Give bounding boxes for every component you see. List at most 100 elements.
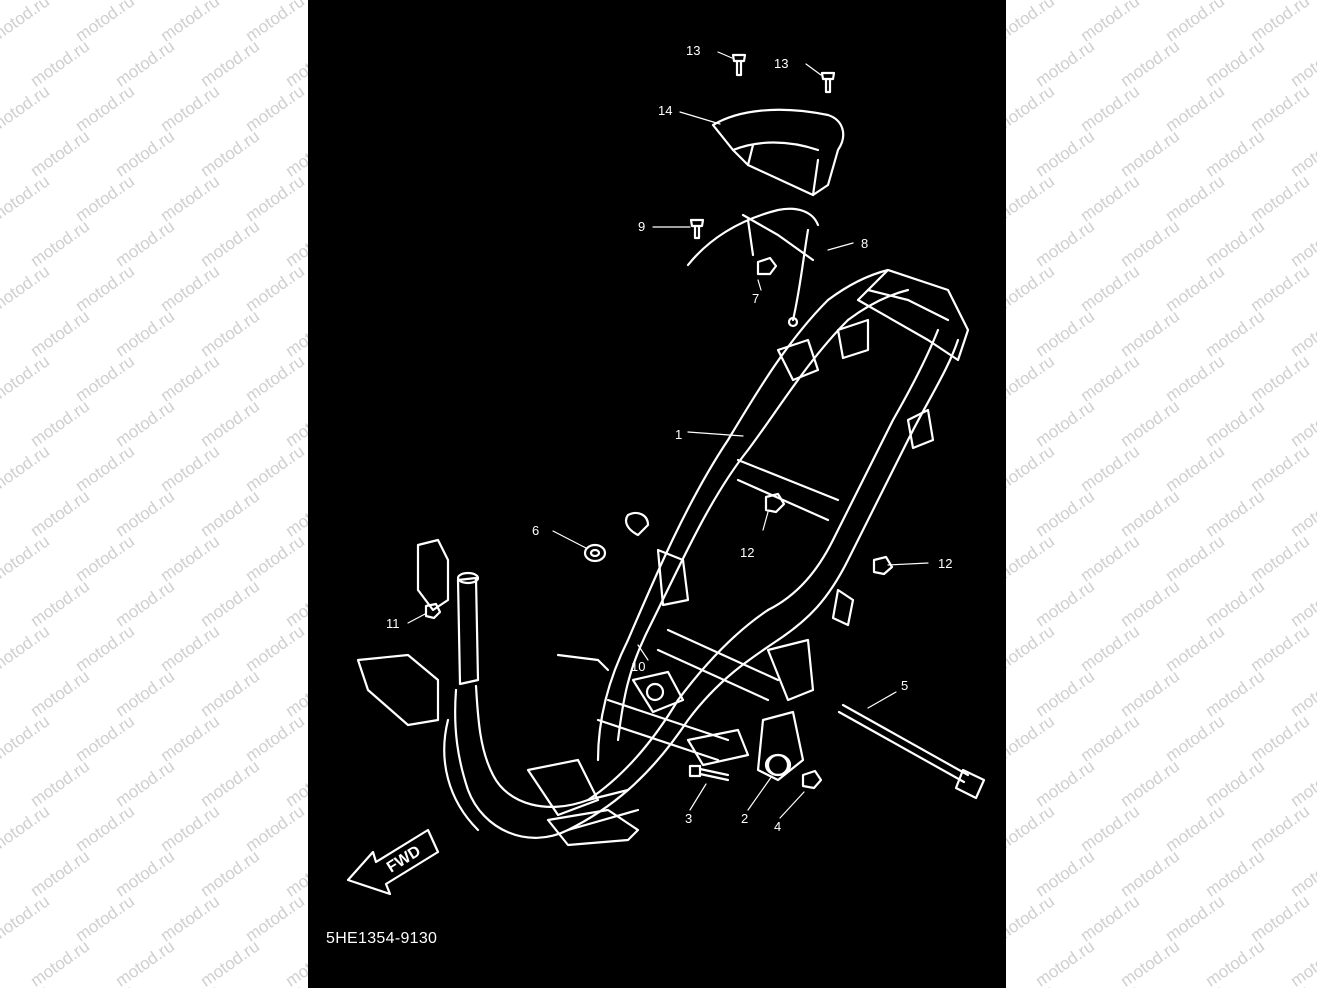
watermark-text: motod.ru [156, 801, 223, 856]
part-code: 5HE1354-9130 [326, 930, 438, 947]
watermark-text: motod.ru [1031, 36, 1098, 91]
watermark-text: motod.ru [1286, 126, 1317, 181]
watermark-text: motod.ru [1201, 306, 1268, 361]
watermark-text: motod.ru [0, 351, 53, 406]
watermark-text: motod.ru [1077, 982, 1143, 988]
watermark-text: motod.ru [1116, 36, 1183, 91]
watermark-text: motod.ru [0, 261, 53, 316]
watermark-text: motod.ru [1286, 576, 1317, 631]
callout-7: 7 [752, 291, 760, 306]
watermark-text: motod.ru [1116, 936, 1183, 988]
watermark-text: motod.ru [0, 0, 53, 46]
watermark-text: motod.ru [111, 936, 178, 988]
watermark-text: motod.ru [1076, 261, 1143, 316]
bolt-part-3 [688, 764, 730, 782]
watermark-text: motod.ru [26, 936, 93, 988]
watermark-text: motod.ru [1161, 351, 1228, 406]
bushing-part-2 [764, 753, 792, 777]
watermark-text: motod.ru [1161, 711, 1228, 766]
watermark-text: motod.ru [0, 891, 53, 946]
watermark-text: motod.ru [1031, 306, 1098, 361]
rear-bracket-part-14 [711, 108, 845, 197]
watermark-text: motod.ru [26, 756, 93, 811]
watermark-text: motod.ru [1201, 666, 1268, 721]
callout-13-left: 13 [686, 43, 701, 58]
watermark-text: motod.ru [1076, 711, 1143, 766]
watermark-text: motod.ru [1116, 396, 1183, 451]
watermark-text: motod.ru [1116, 756, 1183, 811]
watermark-text: motod.ru [1246, 531, 1313, 586]
watermark-text: motod.ru [196, 36, 263, 91]
callout-4: 4 [774, 819, 782, 834]
callout-6: 6 [532, 523, 540, 538]
watermark-text: motod.ru [156, 441, 223, 496]
watermark-text: motod.ru [1247, 982, 1313, 988]
watermark-text: motod.ru [0, 531, 53, 586]
watermark-text: motod.ru [71, 441, 138, 496]
watermark-text: motod.ru [1286, 846, 1317, 901]
watermark-text: motod.ru [1161, 891, 1228, 946]
watermark-text: motod.ru [1161, 81, 1228, 136]
nut-part-12-lower [872, 555, 894, 576]
watermark-text: motod.ru [1031, 846, 1098, 901]
watermark-text: motod.ru [1246, 801, 1313, 856]
watermark-text: motod.ru [71, 171, 138, 226]
carrier-stay-part-8 [686, 207, 820, 328]
watermark-text: motod.ru [0, 441, 53, 496]
watermark-text: motod.ru [111, 486, 178, 541]
watermark-text: motod.ru [111, 396, 178, 451]
nut-part-12-upper [764, 492, 786, 514]
watermark-text: motod.ru [1161, 171, 1228, 226]
watermark-text: motod.ru [241, 801, 308, 856]
watermark-text: motod.ru [71, 801, 138, 856]
watermark-text: motod.ru [1076, 351, 1143, 406]
nut-part-4 [801, 769, 823, 790]
watermark-text: motod.ru [241, 171, 308, 226]
watermark-text: motod.ru [196, 486, 263, 541]
watermark-text: motod.ru [1076, 801, 1143, 856]
watermark-text: motod.ru [241, 711, 308, 766]
watermark-text: motod.ru [111, 756, 178, 811]
watermark-text: motod.ru [1161, 531, 1228, 586]
watermark-text: motod.ru [241, 261, 308, 316]
watermark-text: motod.ru [156, 621, 223, 676]
watermark-text: motod.ru [26, 666, 93, 721]
watermark-text: motod.ru [1246, 441, 1313, 496]
watermark-text: motod.ru [1286, 306, 1317, 361]
callout-8: 8 [861, 236, 869, 251]
watermark-text: motod.ru [1116, 216, 1183, 271]
callout-5: 5 [901, 678, 909, 693]
watermark-text: motod.ru [196, 396, 263, 451]
watermark-text: motod.ru [1161, 441, 1228, 496]
nut-part-7 [756, 256, 778, 276]
watermark-text: motod.ru [1201, 846, 1268, 901]
nut-part-11 [424, 602, 442, 620]
watermark-text: motod.ru [1201, 396, 1268, 451]
watermark-text: motod.ru [0, 982, 53, 988]
watermark-text: motod.ru [196, 846, 263, 901]
watermark-text: motod.ru [242, 982, 308, 988]
watermark-text: motod.ru [1031, 666, 1098, 721]
watermark-text: motod.ru [111, 216, 178, 271]
watermark-text: motod.ru [72, 982, 138, 988]
watermark-text: motod.ru [1161, 621, 1228, 676]
watermark-text: motod.ru [1286, 936, 1317, 988]
callout-9: 9 [638, 219, 646, 234]
watermark-text: motod.ru [1161, 801, 1228, 856]
watermark-text: motod.ru [26, 576, 93, 631]
watermark-text: motod.ru [1031, 576, 1098, 631]
watermark-text: motod.ru [71, 531, 138, 586]
watermark-text: motod.ru [1031, 216, 1098, 271]
watermark-text: motod.ru [241, 441, 308, 496]
watermark-text: motod.ru [241, 0, 308, 46]
watermark-text: motod.ru [1201, 936, 1268, 988]
watermark-text: motod.ru [156, 891, 223, 946]
watermark-text: motod.ru [241, 81, 308, 136]
watermark-text: motod.ru [71, 351, 138, 406]
watermark-text: motod.ru [111, 666, 178, 721]
watermark-text: motod.ru [196, 756, 263, 811]
watermark-text: motod.ru [1201, 36, 1268, 91]
bolt-part-13-left [731, 53, 747, 77]
watermark-text: motod.ru [0, 711, 53, 766]
watermark-text: motod.ru [196, 126, 263, 181]
